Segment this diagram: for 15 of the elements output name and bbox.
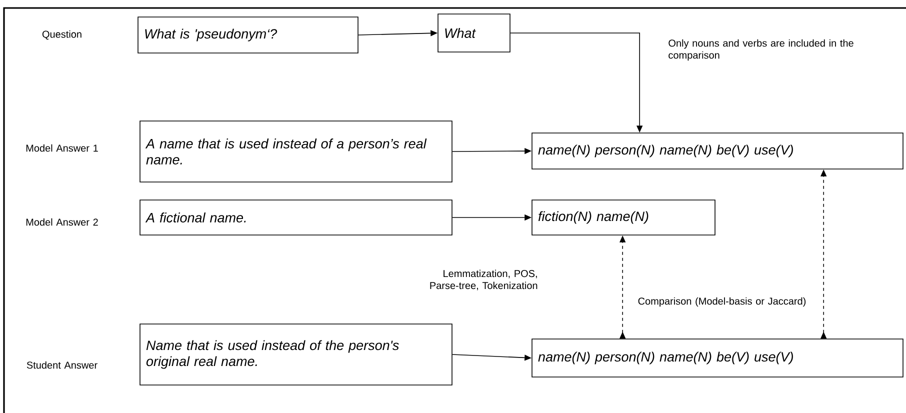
- text-box: name(N) person(N) name(N) be(V) use(V): [532, 338, 904, 378]
- text-box: A fictional name.: [140, 200, 452, 236]
- annotation-text: Only nouns and verbs are included in the comparison: [668, 39, 854, 61]
- row-label: Model Answer 2: [26, 218, 98, 226]
- text-box: What: [438, 14, 510, 52]
- row-label: Question: [42, 30, 82, 40]
- annotation-text: Lemmatization, POS, Parse-tree, Tokenization: [430, 270, 538, 290]
- text-box: name(N) person(N) name(N) be(V) use(V): [532, 132, 904, 170]
- text-box: Name that is used instead of the person's original real name.: [140, 324, 452, 386]
- annotation-text: Comparison (Model-basis or Jaccard): [638, 297, 806, 307]
- text-box: fiction(N) name(N): [532, 200, 716, 236]
- row-label: Student Answer: [26, 361, 98, 369]
- row-label: Model Answer 1: [26, 144, 98, 152]
- text-box: A name that is used instead of a person’s real name.: [140, 120, 452, 182]
- text-box: What is 'pseudonym‘?: [138, 16, 358, 54]
